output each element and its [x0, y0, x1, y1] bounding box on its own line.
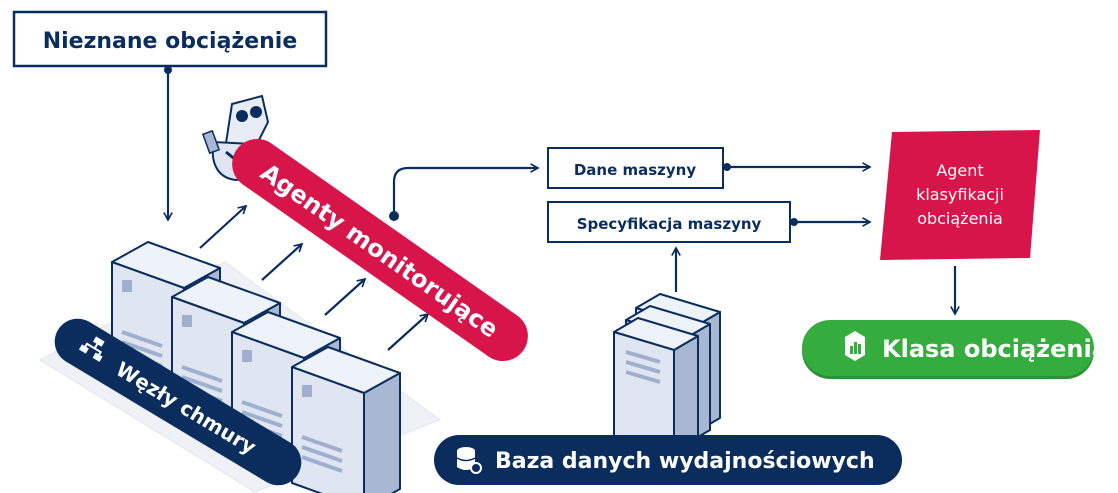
performance-database-stack [613, 293, 721, 457]
machine-data-box: Dane maszyny [547, 147, 724, 189]
machine-data-label: Dane maszyny [574, 161, 697, 179]
network-icon [78, 336, 105, 362]
arrow-server-2 [261, 244, 302, 281]
arrow-server-4 [387, 314, 428, 351]
classifier-label-line1: Agent [936, 161, 983, 180]
classifier-label-line3: obciążenia [917, 209, 1003, 228]
machine-spec-label: Specyfikacja maszyny [577, 215, 762, 233]
chart-badge-icon [845, 331, 865, 361]
arrow-server-3 [324, 279, 365, 316]
machine-spec-box: Specyfikacja maszyny [547, 201, 791, 243]
arrow-server-1 [199, 206, 246, 249]
classifier-label-line2: klasyfikacji [916, 185, 1004, 204]
arrow-agents-to-data [392, 168, 538, 216]
performance-database-pill: Baza danych wydajnościowych [434, 435, 902, 485]
unknown-workload-box: Nieznane obciążenie [12, 10, 328, 68]
performance-database-label: Baza danych wydajnościowych [495, 449, 875, 474]
workload-class-pill: Klasa obciążenia [802, 320, 1108, 379]
database-icon [456, 447, 482, 474]
workload-class-label: Klasa obciążenia [882, 335, 1108, 363]
server-4 [290, 345, 402, 493]
unknown-workload-label: Nieznane obciążenie [43, 29, 298, 54]
classifier-agent-box: Agent klasyfikacji obciążenia [880, 130, 1040, 260]
